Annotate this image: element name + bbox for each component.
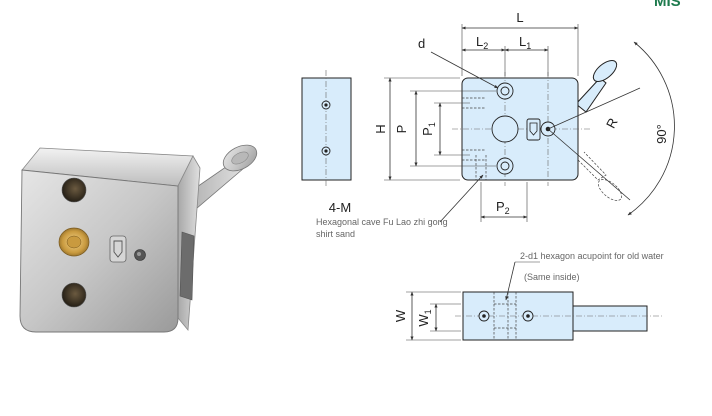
label-H: H (373, 124, 388, 133)
label-L2: L2 (476, 34, 488, 51)
label-P1: P1 (420, 122, 437, 136)
label-L1: L1 (519, 34, 531, 51)
label-d: d (418, 36, 425, 51)
label-P: P (394, 125, 409, 134)
bottom-view (455, 291, 662, 341)
label-W1: W1 (416, 309, 433, 326)
note-hexagonal-cave: Hexagonal cave Fu Lao zhi gong (316, 217, 448, 227)
label-P2: P2 (496, 199, 510, 216)
label-R: R (603, 115, 621, 130)
label-4-M: 4-M (329, 200, 351, 215)
front-view (452, 60, 622, 201)
side-view (301, 70, 352, 188)
label-angle: 90° (654, 124, 669, 144)
note-hexagon-acupoint: 2-d1 hexagon acupoint for old water (520, 251, 664, 261)
label-L: L (516, 10, 523, 25)
brand-logo: MIS (654, 0, 681, 10)
label-W: W (393, 309, 408, 322)
product-photo (19, 144, 258, 333)
note-shirt-sand: shirt sand (316, 229, 355, 239)
note-same-inside: (Same inside) (524, 272, 580, 282)
